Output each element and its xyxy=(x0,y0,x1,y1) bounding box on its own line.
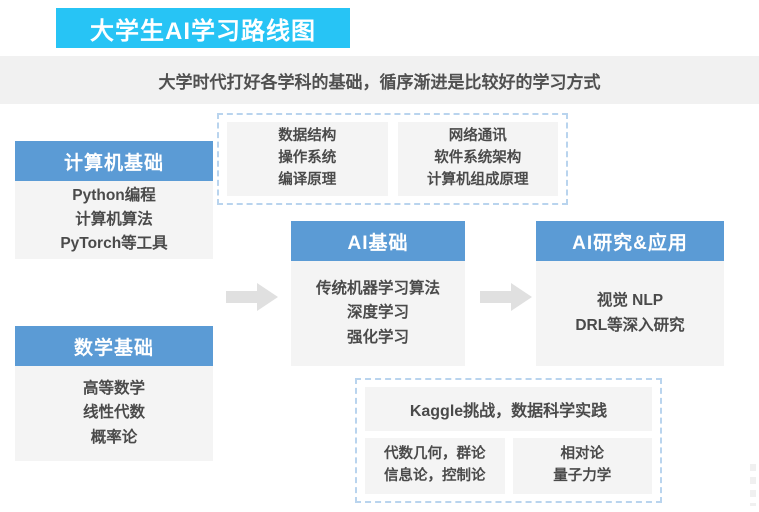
practice-left-line-2: 信息论，控制论 xyxy=(384,468,486,484)
card-ai-research-line-2: DRL等深入研究 xyxy=(575,316,685,334)
right-arrow-icon-1 xyxy=(226,282,278,312)
card-ai-research-body: 视觉 NLP DRL等深入研究 xyxy=(536,261,724,366)
cs-topic-left-line-3: 编译原理 xyxy=(278,171,337,188)
practice-left-line-1: 代数几何，群论 xyxy=(384,446,486,463)
cs-topic-left-line-1: 数据结构 xyxy=(278,128,337,145)
practice-headline: Kaggle挑战，数据科学实践 xyxy=(365,387,652,431)
card-ai-basics-line-2: 深度学习 xyxy=(346,304,409,322)
practice-group: Kaggle挑战，数据科学实践 代数几何，群论 信息论，控制论 相对论 量子力学 xyxy=(355,378,662,503)
card-math-basics-line-2: 线性代数 xyxy=(82,404,145,422)
page-title: 大学生AI学习路线图 xyxy=(90,17,316,45)
card-ai-basics: AI基础 传统机器学习算法 深度学习 强化学习 xyxy=(291,221,465,366)
card-cs-basics-line-2: 计算机算法 xyxy=(75,210,153,228)
cs-topic-right-line-1: 网络通讯 xyxy=(448,128,507,145)
practice-row: 代数几何，群论 信息论，控制论 相对论 量子力学 xyxy=(365,438,652,494)
card-cs-basics-line-3: PyTorch等工具 xyxy=(60,235,168,252)
card-cs-basics-title: 计算机基础 xyxy=(15,141,213,181)
cs-topic-box-right: 网络通讯 软件系统架构 计算机组成原理 xyxy=(397,122,558,196)
practice-box-right: 相对论 量子力学 xyxy=(512,438,652,494)
card-ai-research: AI研究&应用 视觉 NLP DRL等深入研究 xyxy=(536,221,724,366)
cs-topic-right-line-3: 计算机组成原理 xyxy=(427,171,529,188)
right-arrow-icon-2 xyxy=(480,282,532,312)
subtitle-banner: 大学时代打好各学科的基础，循序渐进是比较好的学习方式 xyxy=(0,56,759,104)
cs-topics-group: 数据结构 操作系统 编译原理 网络通讯 软件系统架构 计算机组成原理 xyxy=(217,113,568,205)
edge-artifact xyxy=(750,464,756,506)
card-ai-basics-line-1: 传统机器学习算法 xyxy=(315,280,440,298)
cs-topic-right-line-2: 软件系统架构 xyxy=(434,150,522,167)
card-math-basics-line-1: 高等数学 xyxy=(82,380,145,398)
card-ai-basics-line-3: 强化学习 xyxy=(346,328,409,346)
card-cs-basics-body: Python编程 计算机算法 PyTorch等工具 xyxy=(15,181,213,259)
card-cs-basics: 计算机基础 Python编程 计算机算法 PyTorch等工具 xyxy=(15,141,213,259)
practice-right-line-1: 相对论 xyxy=(560,446,605,463)
practice-right-line-2: 量子力学 xyxy=(553,468,612,484)
card-math-basics-title: 数学基础 xyxy=(15,326,213,366)
subtitle-text: 大学时代打好各学科的基础，循序渐进是比较好的学习方式 xyxy=(158,72,601,92)
card-math-basics-body: 高等数学 线性代数 概率论 xyxy=(15,366,213,461)
card-math-basics-line-3: 概率论 xyxy=(90,428,138,446)
card-ai-research-line-1: 视觉 NLP xyxy=(596,292,664,310)
page-title-banner: 大学生AI学习路线图 xyxy=(56,8,350,48)
card-math-basics: 数学基础 高等数学 线性代数 概率论 xyxy=(15,326,213,461)
cs-topic-box-left: 数据结构 操作系统 编译原理 xyxy=(227,122,388,196)
card-ai-research-title: AI研究&应用 xyxy=(536,221,724,261)
card-ai-basics-title: AI基础 xyxy=(291,221,465,261)
cs-topic-left-line-2: 操作系统 xyxy=(278,150,337,167)
practice-box-left: 代数几何，群论 信息论，控制论 xyxy=(365,438,505,494)
card-cs-basics-line-1: Python编程 xyxy=(72,186,156,204)
card-ai-basics-body: 传统机器学习算法 深度学习 强化学习 xyxy=(291,261,465,366)
